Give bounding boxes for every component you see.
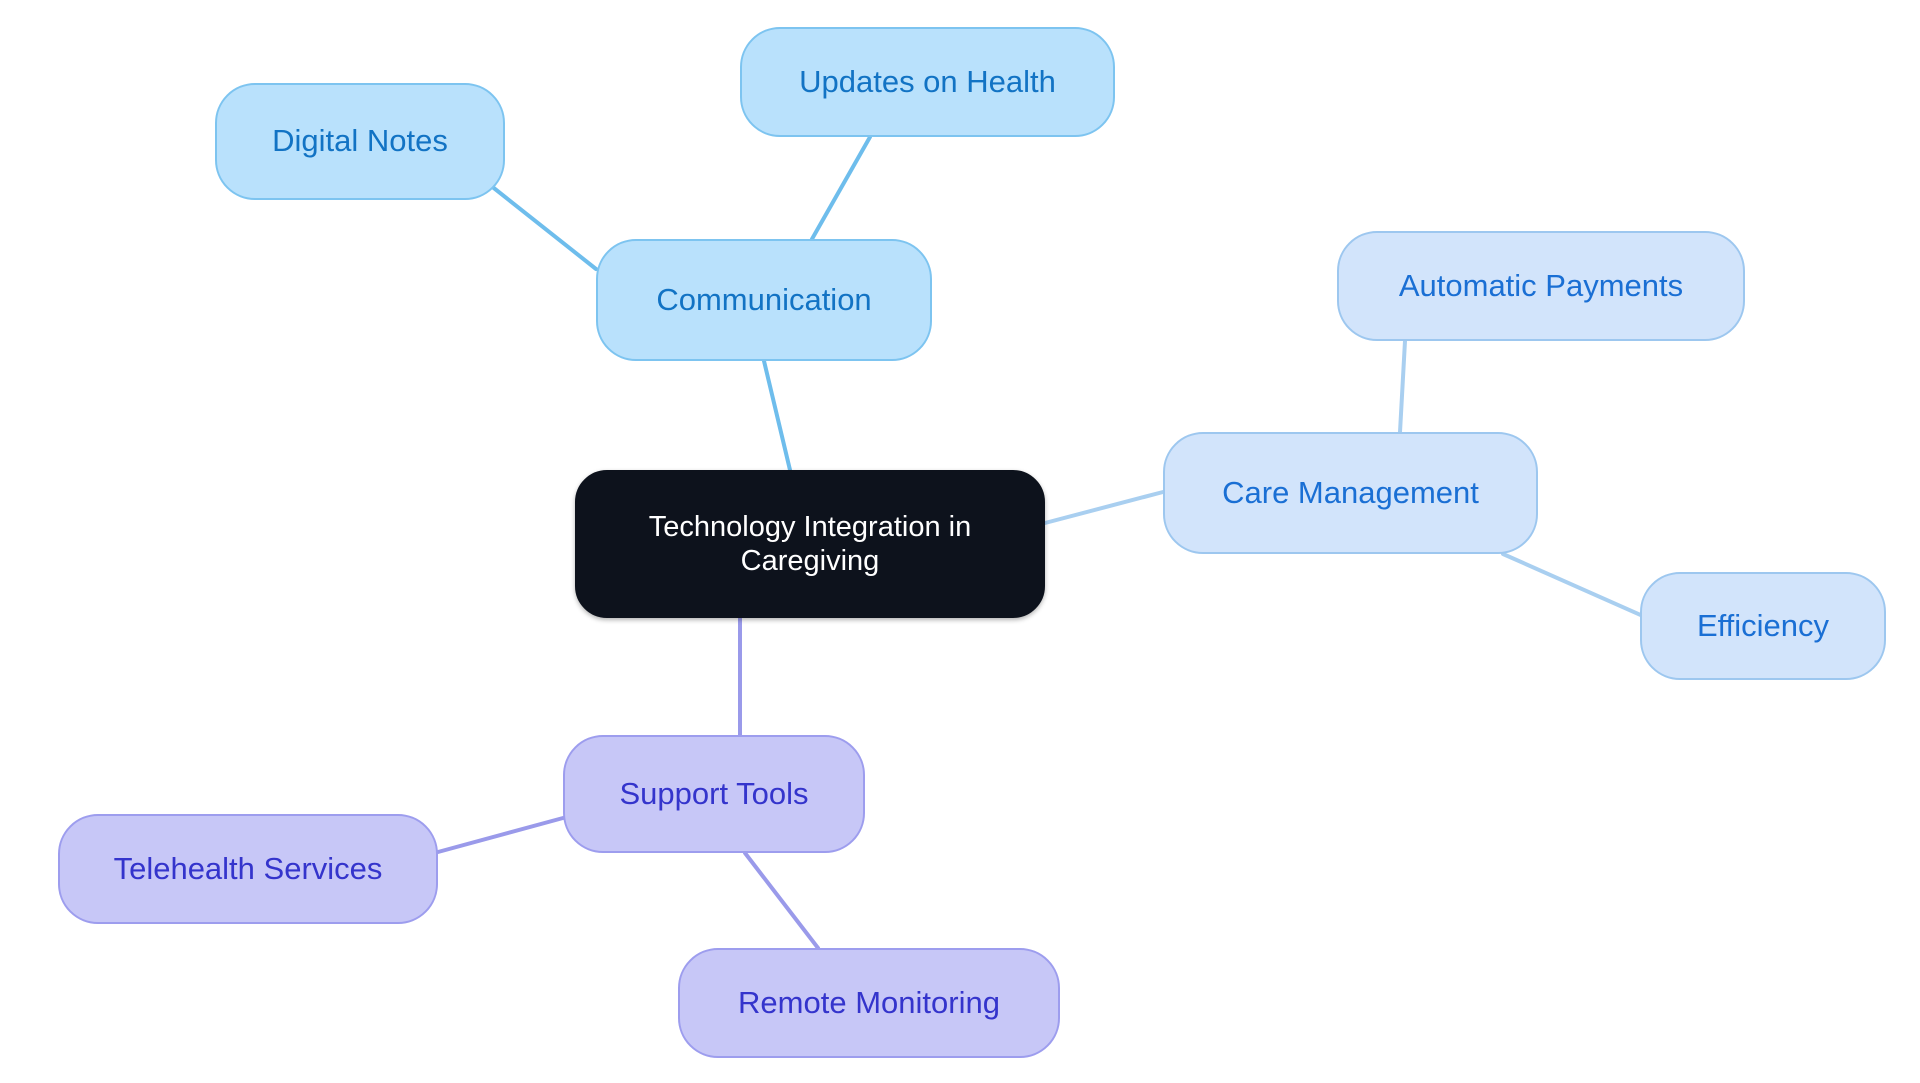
node-efficiency[interactable]: Efficiency — [1640, 572, 1886, 680]
node-automatic-payments[interactable]: Automatic Payments — [1337, 231, 1745, 341]
node-telehealth-services[interactable]: Telehealth Services — [58, 814, 438, 924]
edge-support_tools-to-telehealth_services — [436, 816, 565, 854]
node-care-management[interactable]: Care Management — [1163, 432, 1538, 554]
edge-support_tools-to-remote_monitoring — [743, 851, 820, 950]
node-communication[interactable]: Communication — [596, 239, 932, 361]
node-updates-on-health[interactable]: Updates on Health — [740, 27, 1115, 137]
edge-communication-to-digital_notes — [488, 183, 598, 271]
edge-care_management-to-automatic_payments — [1398, 339, 1407, 434]
edge-care_management-to-efficiency — [1501, 552, 1654, 622]
edge-root-to-communication — [762, 359, 792, 472]
edge-communication-to-updates_on_health — [810, 135, 872, 241]
edge-root-to-care_management — [1043, 490, 1165, 525]
node-remote-monitoring[interactable]: Remote Monitoring — [678, 948, 1060, 1058]
node-support-tools[interactable]: Support Tools — [563, 735, 865, 853]
node-root[interactable]: Technology Integration in Caregiving — [575, 470, 1045, 618]
node-digital-notes[interactable]: Digital Notes — [215, 83, 505, 200]
